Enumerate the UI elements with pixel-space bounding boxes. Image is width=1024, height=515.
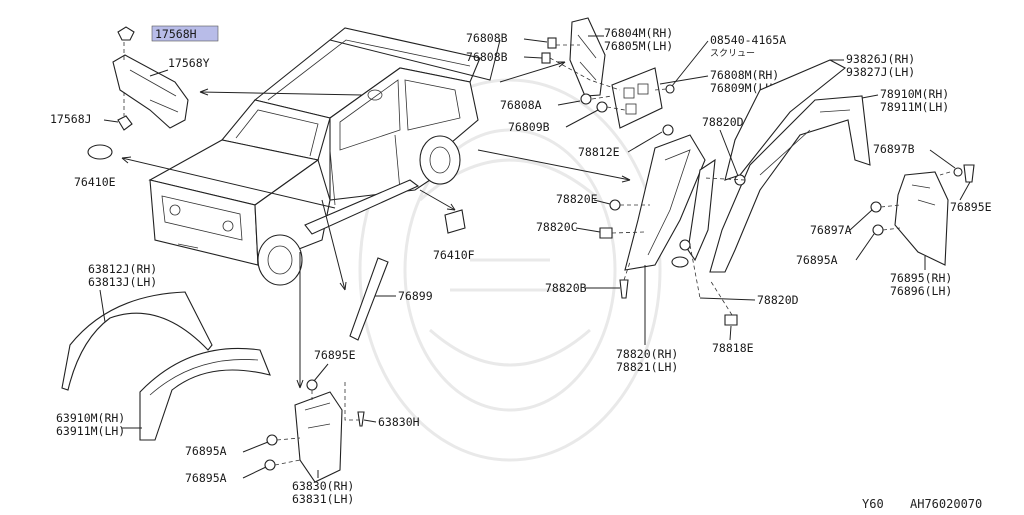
duct-17568Y	[112, 54, 189, 129]
label-76809B: 76809B	[508, 120, 550, 134]
vehicle-illustration	[148, 27, 481, 286]
plug-76410F	[444, 209, 466, 234]
label-63911M: 63911M(LH)	[56, 424, 125, 438]
label-78820-rh: 78820(RH)	[616, 347, 678, 361]
label-08540-sub: スクリュー	[710, 48, 755, 59]
watermark	[358, 78, 662, 462]
part-17568-group	[112, 26, 189, 131]
diagram-model-code: Y60	[862, 497, 884, 510]
label-08540: 08540-4165A	[710, 33, 786, 47]
label-76410E: 76410E	[74, 175, 116, 189]
label-76808B-b: 76808B	[466, 50, 508, 64]
label-78821-lh: 78821(LH)	[616, 360, 678, 374]
label-78812E: 78812E	[578, 145, 620, 159]
label-76895A-r: 76895A	[796, 253, 838, 267]
clip-17568J	[117, 115, 133, 131]
mudflap-right-group	[870, 164, 975, 266]
molding-93826J	[724, 59, 846, 181]
label-63813J: 63813J(LH)	[88, 275, 157, 289]
label-63831: 63831(LH)	[292, 492, 354, 506]
diagram-id-code: AH76020070	[910, 497, 982, 510]
label-63910M: 63910M(RH)	[56, 411, 125, 425]
label-76895A-l2: 76895A	[185, 471, 227, 485]
label-76808A: 76808A	[500, 98, 542, 112]
front-fender-group	[61, 291, 271, 441]
molding-76899	[349, 257, 389, 341]
label-76804M: 76804M(RH)	[604, 26, 673, 40]
label-76808B-a: 76808B	[466, 31, 508, 45]
fender-63910M	[139, 347, 271, 441]
label-78820C: 78820C	[536, 220, 578, 234]
molding-63812J	[61, 291, 213, 391]
mudflap-left-group	[264, 379, 365, 483]
label-76805M: 76805M(LH)	[604, 39, 673, 53]
label-76895-rh: 76895(RH)	[890, 271, 952, 285]
label-76897B: 76897B	[873, 142, 915, 156]
label-63830H: 63830H	[378, 415, 420, 429]
bracket-76804M-group	[541, 17, 675, 129]
label-78820B: 78820B	[545, 281, 587, 295]
label-76895E-l: 76895E	[314, 348, 356, 362]
label-93826J: 93826J(RH)	[846, 52, 915, 66]
label-63830: 63830(RH)	[292, 479, 354, 493]
label-17568H: 17568H	[155, 27, 197, 41]
label-78818E: 78818E	[712, 341, 754, 355]
label-78911M: 78911M(LH)	[880, 100, 949, 114]
callout-arrows	[121, 39, 631, 389]
label-17568Y: 17568Y	[168, 56, 210, 70]
clip-17568H	[117, 26, 135, 41]
label-76896-lh: 76896(LH)	[890, 284, 952, 298]
label-76895E-r: 76895E	[950, 200, 992, 214]
label-76895A-l1: 76895A	[185, 444, 227, 458]
label-63812J: 63812J(RH)	[88, 262, 157, 276]
label-76899: 76899	[398, 289, 433, 303]
label-17568J: 17568J	[50, 112, 92, 126]
fender-78820-group	[599, 124, 746, 326]
label-93827J: 93827J(LH)	[846, 65, 915, 79]
plug-76410E	[87, 144, 113, 160]
label-78820D-a: 78820D	[702, 115, 744, 129]
highlight-box	[151, 25, 219, 42]
label-78820E: 78820E	[556, 192, 598, 206]
label-76897A: 76897A	[810, 223, 852, 237]
label-78910M: 78910M(RH)	[880, 87, 949, 101]
label-76808M: 76808M(RH)	[710, 68, 779, 82]
label-78820D-b: 78820D	[757, 293, 799, 307]
label-76410F: 76410F	[433, 248, 475, 262]
